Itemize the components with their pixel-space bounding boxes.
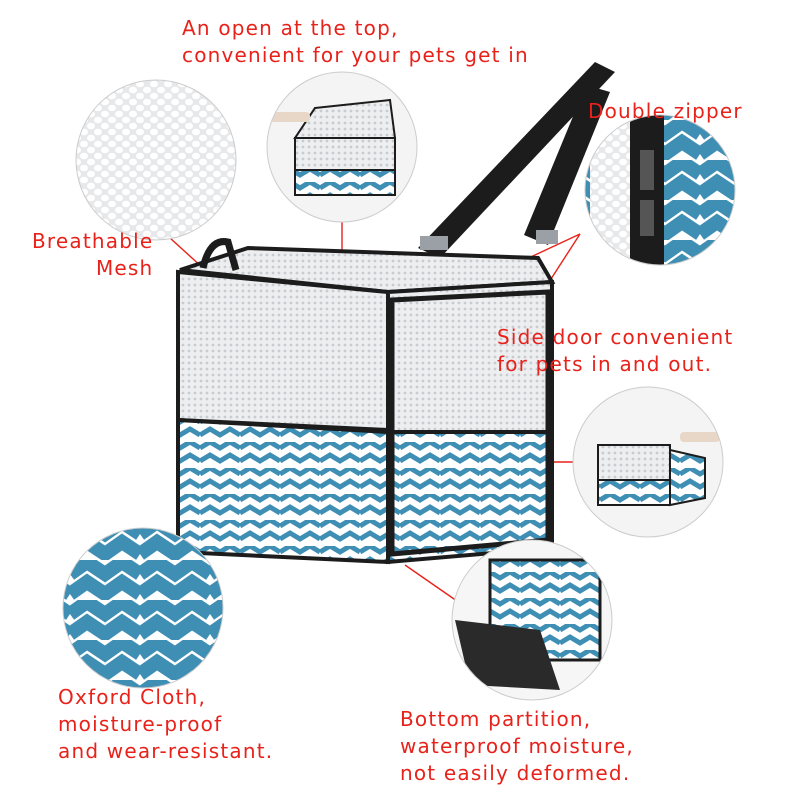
zipper-detail-image	[584, 114, 736, 266]
top-opening-image	[266, 71, 418, 223]
label-bottom-partition: Bottom partition, waterproof moisture, n…	[400, 707, 634, 785]
label-double-zipper: Double zipper	[588, 99, 743, 123]
bottom-partition-image	[451, 539, 613, 701]
label-oxford-cloth: Oxford Cloth, moisture-proof and wear-re…	[58, 685, 274, 763]
oxford-cloth-detail-image	[62, 527, 224, 689]
label-side-door: Side door convenient for pets in and out…	[497, 325, 734, 376]
side-door-image	[572, 386, 724, 538]
label-breathable-mesh: Breathable Mesh	[32, 229, 154, 280]
label-top-opening: An open at the top, convenient for your …	[182, 16, 529, 67]
mesh-detail-image	[75, 79, 237, 241]
pet-carrier-image	[176, 62, 615, 565]
